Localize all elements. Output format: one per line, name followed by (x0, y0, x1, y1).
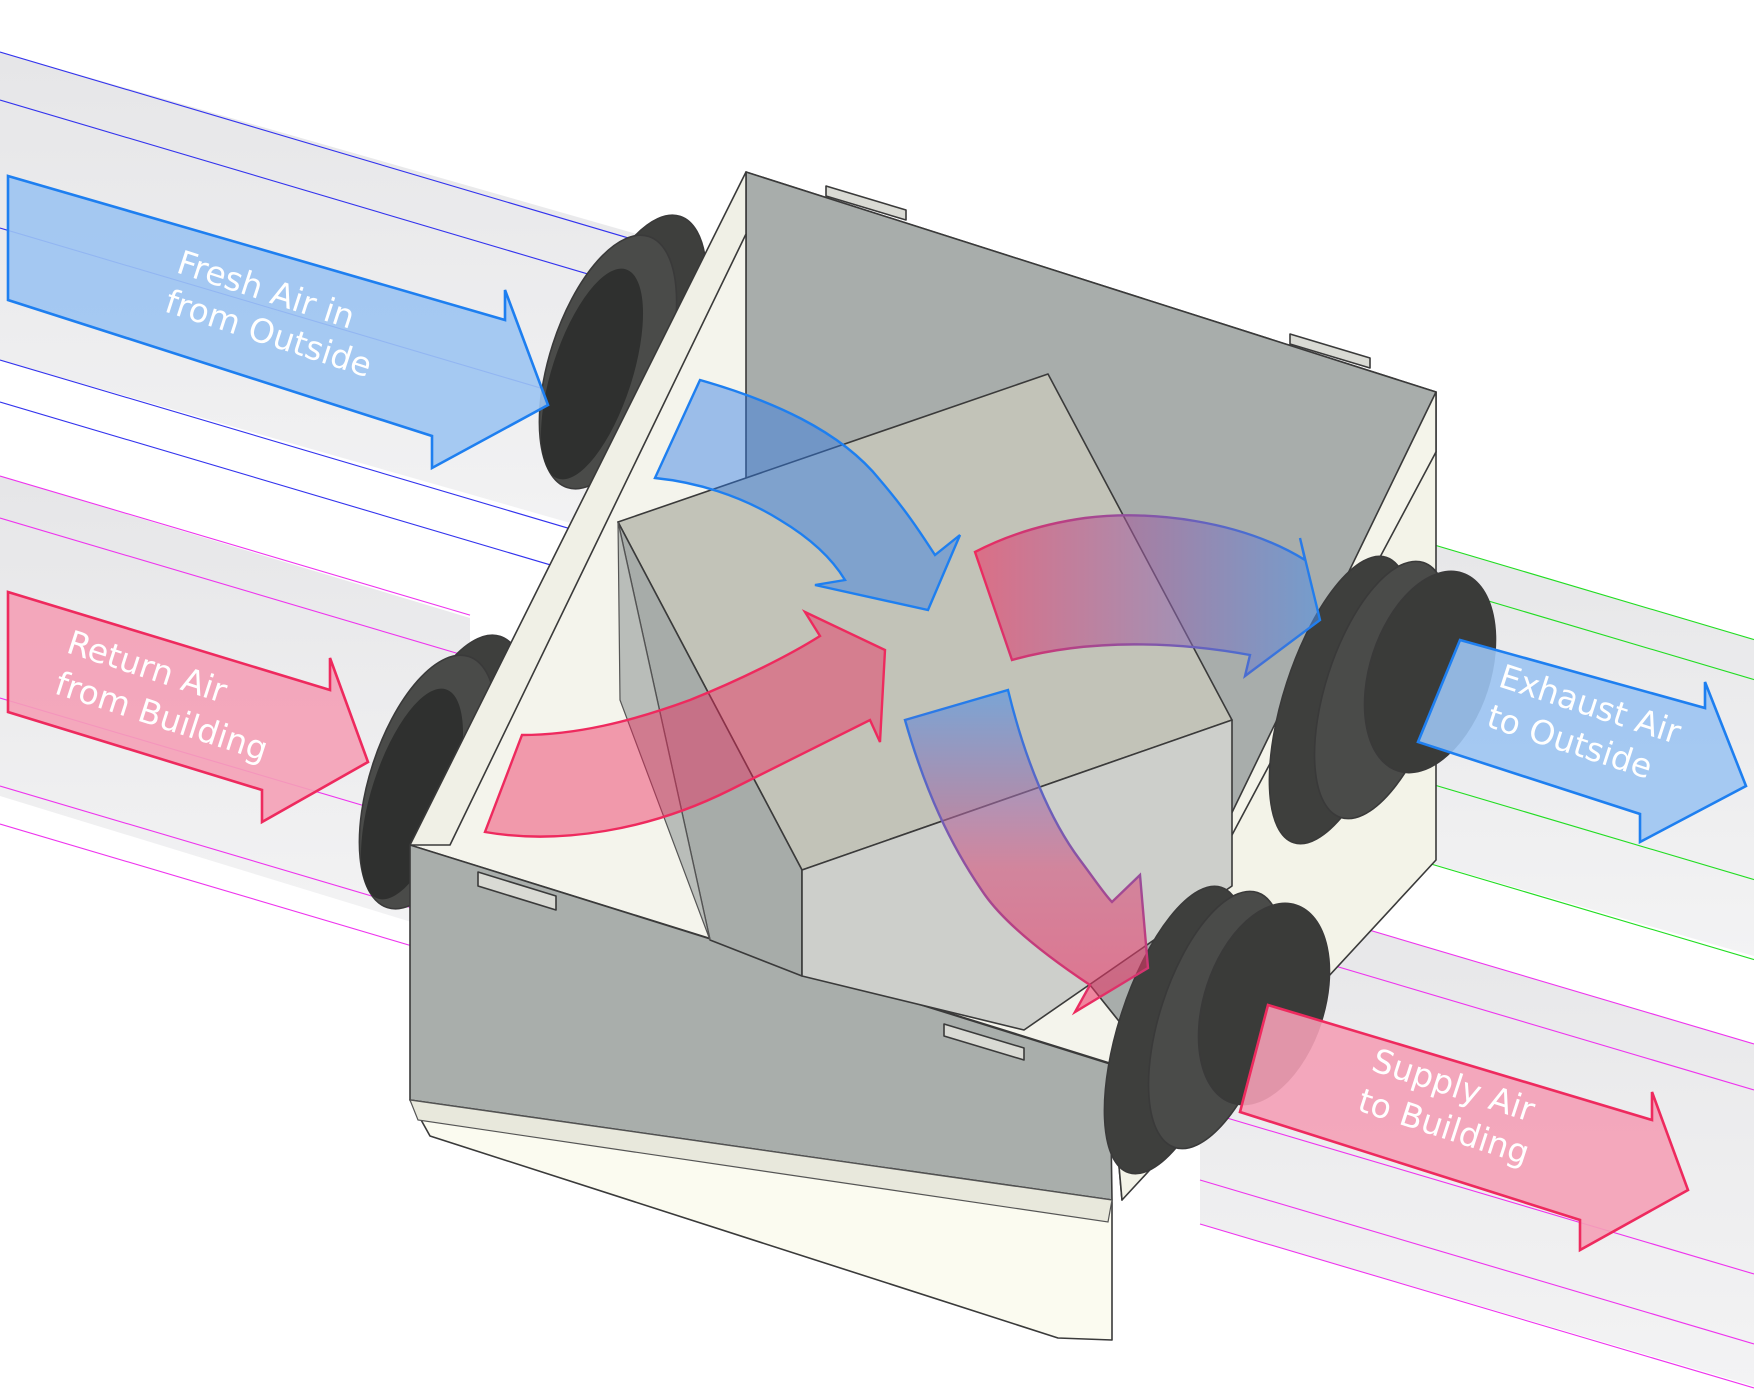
internal-flow-arrows (483, 378, 1322, 1016)
mounting-tab (1289, 333, 1371, 369)
mounting-tab (825, 185, 907, 221)
supply-air-outlet-port (1103, 885, 1331, 1175)
guide-line (1199, 1179, 1754, 1345)
mounting-tab (477, 871, 557, 911)
guide-line (0, 51, 701, 260)
return-air-internal-arrow (483, 609, 887, 838)
fresh-air-internal-arrow (653, 378, 962, 612)
guide-line (1199, 1109, 1754, 1275)
exhaust-air-arrow: Exhaust Air to Outside (1416, 638, 1748, 845)
guide-line (0, 517, 471, 658)
guide-line (0, 475, 471, 616)
guide-line (0, 99, 701, 308)
mounting-tab (943, 1023, 1025, 1061)
supply-internal-arrow (903, 688, 1150, 1016)
guide-line (1199, 1223, 1754, 1389)
exhaust-internal-arrow (973, 514, 1322, 679)
guide-line (0, 823, 471, 964)
